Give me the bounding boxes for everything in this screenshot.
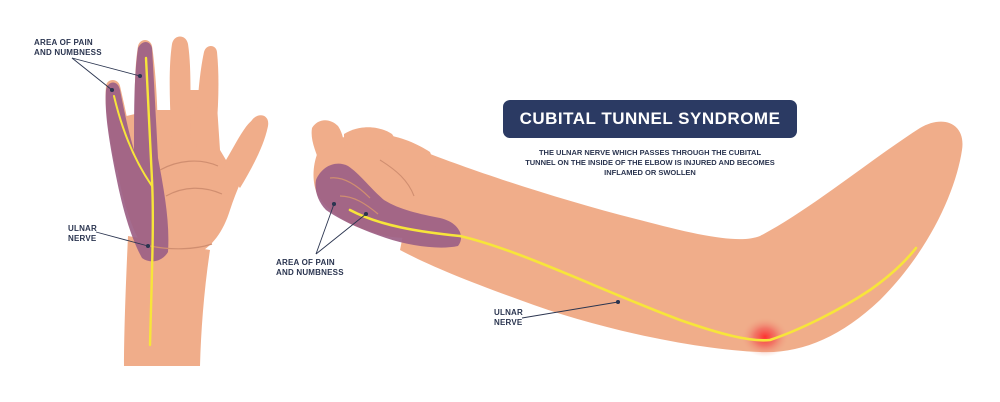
hand-pain-leader [71, 57, 141, 77]
hand-forearm [124, 236, 210, 366]
arm-thumb [344, 127, 395, 150]
arm-side-view [311, 120, 963, 357]
hand-middle-finger [196, 46, 219, 152]
hand-palm-crease [165, 187, 223, 197]
hand-index-finger [169, 36, 191, 150]
hand-pain-leader-dot [109, 87, 115, 93]
arm-pain-leader-dot [363, 211, 369, 217]
arm-finger-line [329, 177, 371, 199]
description-text: THE ULNAR NERVE WHICH PASSES THROUGH THE… [525, 148, 775, 177]
arm-ulnar-nerve [348, 208, 918, 342]
arm-palm-crease [379, 159, 415, 197]
hand-ulnar-nerve [144, 56, 155, 347]
page-title: CUBITAL TUNNEL SYNDROME [519, 109, 781, 128]
title-banner: CUBITAL TUNNEL SYNDROME [503, 100, 797, 138]
arm-numb-area [315, 163, 462, 248]
hand-palm-view [105, 36, 269, 366]
hand-nerve-label: ULNAR NERVE [68, 224, 97, 243]
hand-leader-lines [71, 57, 151, 249]
hand-nerve-leader [95, 231, 149, 247]
arm-pain-leader-dot [331, 201, 337, 207]
arm-nerve-leader-dot [615, 299, 621, 305]
hand-ulnar-nerve-branch [113, 95, 153, 187]
arm-nerve-leader [521, 301, 619, 319]
hand-pain-label: AREA OF PAIN AND NUMBNESS [34, 38, 102, 57]
hand-palm-crease [159, 160, 219, 171]
arm-index-finger [311, 120, 345, 174]
hand-pain-leader [71, 57, 113, 91]
arm-leader-lines [315, 201, 621, 319]
hand-pain-leader-dot [137, 73, 143, 79]
arm-pain-leader [315, 213, 367, 255]
arm-pain-leader [315, 203, 335, 255]
hand-thumb [224, 115, 269, 188]
arm-pain-label: AREA OF PAIN AND NUMBNESS [276, 258, 344, 277]
arm-finger-line [339, 195, 379, 215]
elbow-inflammation [741, 317, 789, 357]
arm-nerve-label: ULNAR NERVE [494, 308, 523, 327]
arm-body [400, 121, 963, 353]
hand-nerve-leader-dot [145, 243, 151, 249]
hand-wrist-crease [149, 243, 213, 250]
